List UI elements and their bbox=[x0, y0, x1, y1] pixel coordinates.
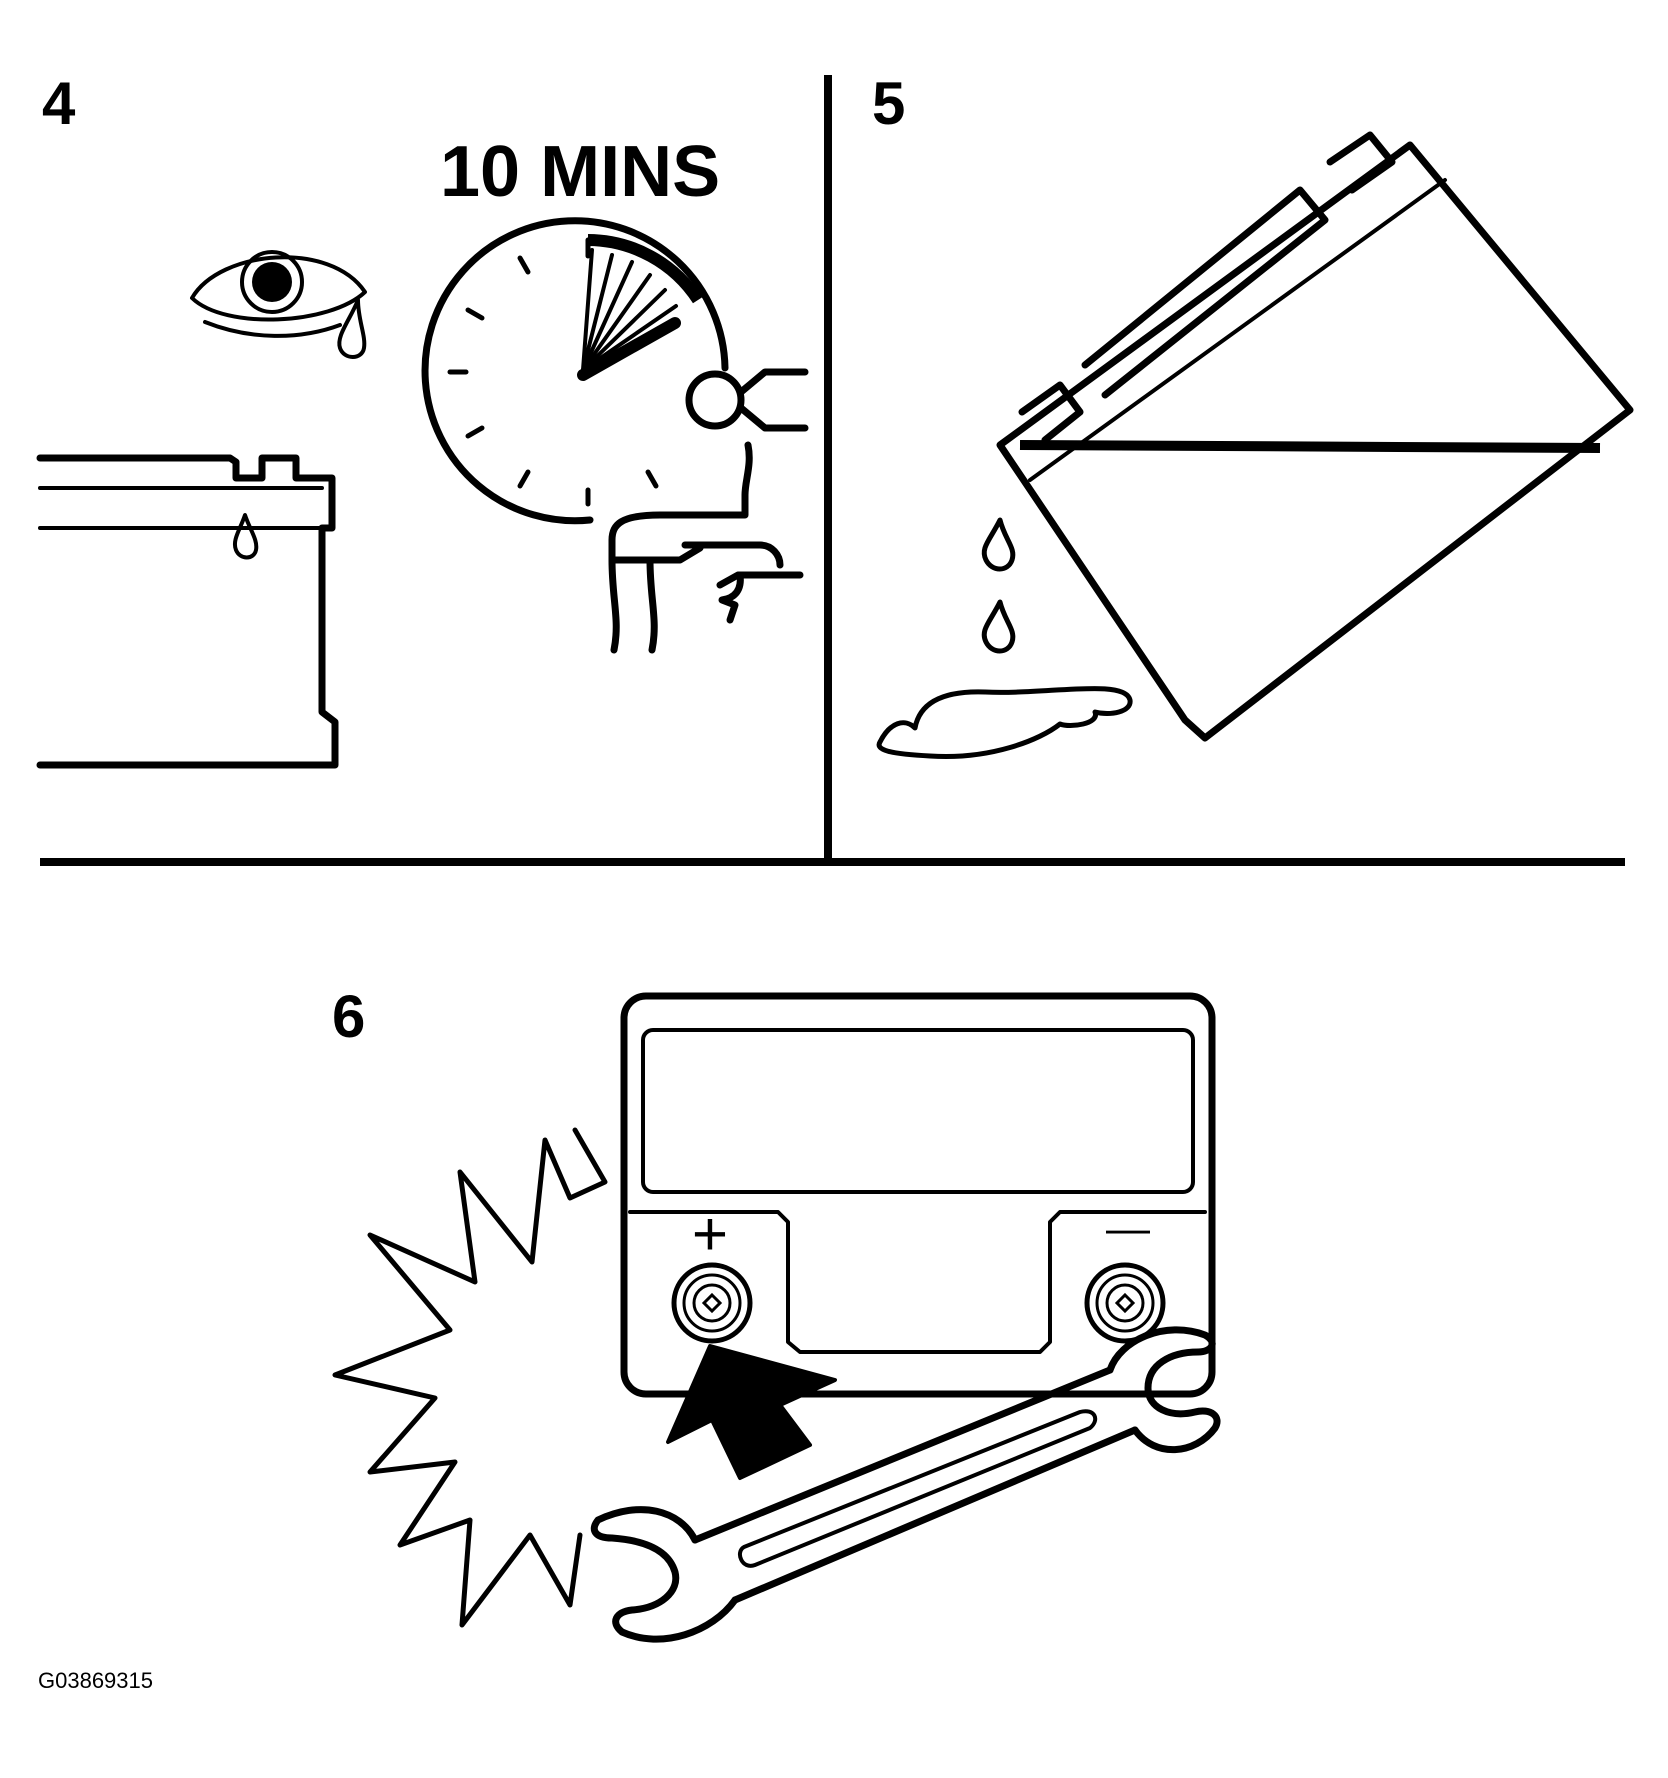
negative-terminal-icon bbox=[1084, 1262, 1166, 1344]
negative-terminal-symbol: — bbox=[1106, 1204, 1150, 1253]
battery-front-icon: + — bbox=[620, 992, 1216, 1398]
panel-5: 5 bbox=[872, 70, 1634, 760]
positive-terminal-symbol: + bbox=[692, 1200, 728, 1269]
wrench-icon bbox=[590, 1326, 1221, 1643]
panel-4: 4 10 MINS bbox=[36, 70, 809, 769]
figure-code: G03869315 bbox=[38, 1668, 153, 1693]
spark-burst-icon bbox=[332, 1127, 608, 1628]
water-tap-icon bbox=[608, 368, 809, 654]
arrow-icon bbox=[666, 1344, 837, 1480]
positive-terminal-icon bbox=[671, 1262, 753, 1344]
spill-puddle-icon bbox=[876, 517, 1133, 760]
eye-tear-icon bbox=[190, 250, 367, 359]
step-number-5: 5 bbox=[872, 70, 905, 137]
duration-caption: 10 MINS bbox=[440, 132, 720, 212]
tilted-battery-icon bbox=[996, 131, 1634, 742]
step-number-6: 6 bbox=[332, 983, 365, 1050]
step-number-4: 4 bbox=[42, 70, 76, 137]
panel-6: 6 + — bbox=[332, 983, 1221, 1643]
battery-icon bbox=[36, 454, 339, 769]
clock-icon bbox=[421, 217, 729, 525]
